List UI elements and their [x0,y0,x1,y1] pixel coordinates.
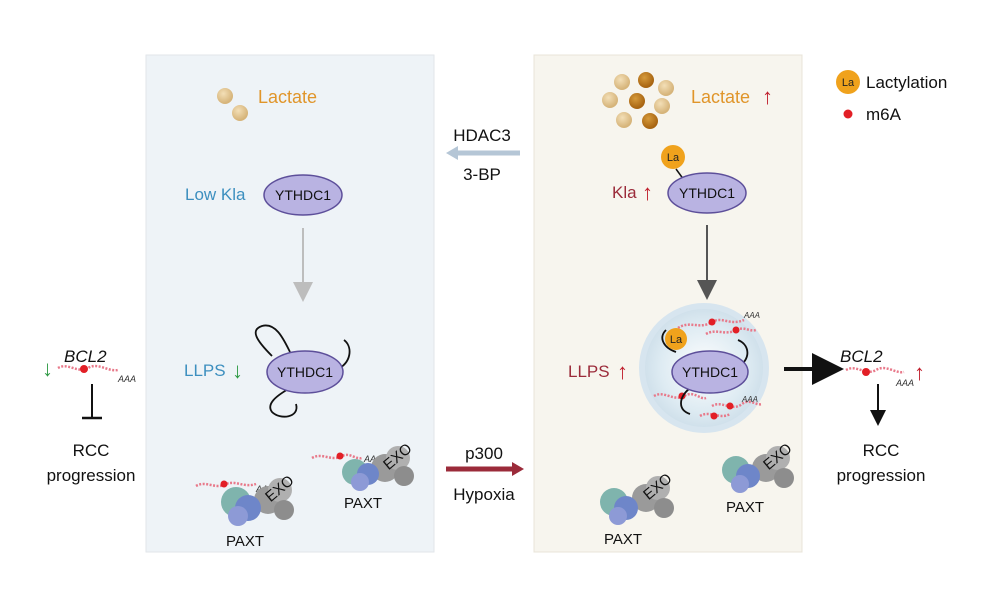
left-bcl2-label: BCL2 [64,347,107,366]
mrna-strand-icon [311,453,363,460]
m6a-dot-icon [862,368,870,376]
condensate-polya-2: AAA [741,395,758,404]
right-lactate-label: Lactate [691,87,750,107]
ythdc1-protein-icon [671,350,749,394]
exo-complex-icon [766,446,790,470]
hypoxia-label: Hypoxia [453,485,515,504]
legend-lactylation-badge: La [842,77,855,89]
disordered-tail-icon [254,324,291,357]
left-rcc-line2: progression [47,466,136,485]
paxt-complex-icon [228,506,248,526]
exo-complex-icon [386,446,410,470]
right-paxt-label-1: PAXT [726,499,764,516]
mrna-strand-icon [705,327,757,336]
m6a-dot-icon [80,365,88,373]
lactate-bead-icon [629,93,645,109]
exo-complex-icon [774,468,794,488]
m6a-dot-icon [732,326,740,334]
left-exo-complex-2: AAA EXO PAXT [195,472,297,550]
ythdc1-protein-icon [263,174,343,216]
legend: La Lactylation m6A [836,70,947,124]
hdac-label: HDAC3 [453,126,511,145]
bp-label: 3-BP [463,165,501,184]
lactate-bead-icon [654,98,670,114]
left-protein-label: YTHDC1 [275,187,331,203]
right-paxt-label-2: PAXT [604,531,642,548]
disordered-tail-icon [269,387,298,418]
right-outcome: BCL2 AAA ↑ RCC progression [784,347,925,485]
left-paxt-label-2: PAXT [226,533,264,550]
legend-m6a-label: m6A [866,105,902,124]
ythdc1-protein-icon [667,172,747,214]
mrna-strand-icon [845,366,905,374]
left-lactate-group: Lactate [217,87,317,121]
lactate-bead-icon [602,92,618,108]
mrna-strand-icon [711,400,763,409]
condensate-polya-1: AAA [743,311,760,320]
paxt-complex-icon [609,507,627,525]
paxt-complex-icon [731,475,749,493]
p300-label: p300 [465,444,503,463]
right-kla-label: Kla [612,183,637,202]
condensate-la-badge: La [670,334,683,346]
ythdc1-protein-icon [266,350,344,394]
mrna-strand-icon [57,364,119,372]
disordered-tail-icon [680,387,691,415]
lactate-bead-icon [232,105,248,121]
paxt-complex-icon [351,473,369,491]
left-paxt-label-1: PAXT [344,495,382,512]
left-rcc-line1: RCC [73,441,110,460]
right-lactate-group: Lactate ↑ [602,72,773,129]
left-llps-label: LLPS [184,361,226,380]
left-kla-label: Low Kla [185,185,246,204]
m6a-dot-icon [336,452,344,460]
la-badge-icon [665,328,687,350]
right-llps-arrow: ↑ [617,359,628,384]
lactylation-badge-icon [836,70,860,94]
left-llps-protein-label: YTHDC1 [277,364,333,380]
llps-condensate: YTHDC1 La AAA AAA [639,303,769,433]
lactate-bead-icon [638,72,654,88]
la-badge-icon [661,145,685,169]
left-lactate-label: Lactate [258,87,317,107]
right-llps-label: LLPS [568,362,610,381]
exo-complex-icon [268,478,292,502]
exo-complex-icon [646,476,670,500]
m6a-dot-icon [220,480,228,488]
lactate-bead-icon [217,88,233,104]
m6a-dot-icon [708,318,716,326]
left-bcl2-polya: AAA [117,374,136,384]
condensate-protein-label: YTHDC1 [682,364,738,380]
hdac-arrowhead-icon [446,146,458,160]
left-bcl2-arrow: ↓ [42,356,53,381]
lactate-bead-icon [658,80,674,96]
disordered-tail-icon [661,329,677,353]
left-ythdc1-disordered: YTHDC1 [254,324,351,418]
left-outcome: BCL2 ↓ AAA RCC progression [42,347,136,485]
right-rcc-line1: RCC [863,441,900,460]
exo-complex-icon [654,498,674,518]
right-bcl2-label: BCL2 [840,347,883,366]
m6a-dot-icon [726,402,734,410]
disordered-tail-icon [339,339,351,369]
left-llps-arrow: ↓ [232,358,243,383]
m6a-dot-icon [710,412,718,420]
right-rcc-line2: progression [837,466,926,485]
right-bcl2-arrow: ↑ [914,360,925,385]
exo-complex-icon [274,500,294,520]
right-kla-arrow: ↑ [642,180,653,205]
right-lactate-arrow: ↑ [762,84,773,109]
exo-complex-icon [394,466,414,486]
lactate-bead-icon [616,112,632,128]
right-la-badge: La [667,152,680,164]
m6a-dot-icon [843,109,853,119]
left-polya-label-1: AAA [363,454,382,464]
legend-lactylation-label: Lactylation [866,73,947,92]
p300-arrowhead-icon [512,462,524,476]
lactate-bead-icon [642,113,658,129]
right-bcl2-polya: AAA [895,378,914,388]
right-protein-label: YTHDC1 [679,185,735,201]
lactate-bead-icon [614,74,630,90]
